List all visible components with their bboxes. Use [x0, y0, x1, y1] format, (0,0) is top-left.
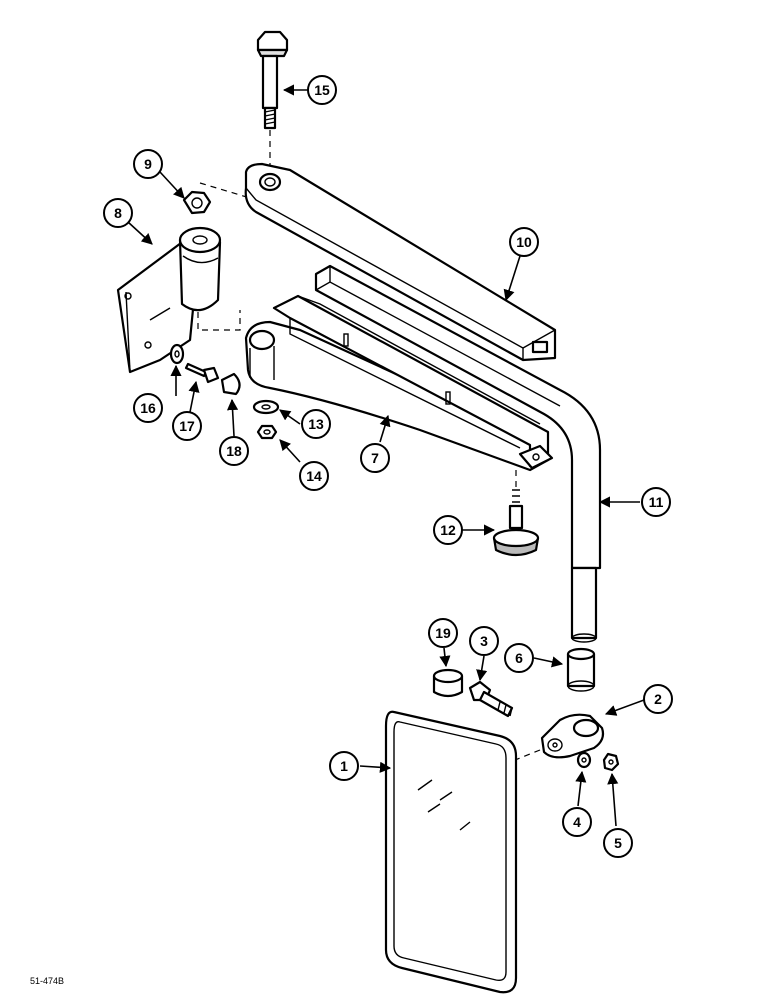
callout-6: 6	[504, 643, 534, 673]
callout-4: 4	[562, 807, 592, 837]
callout-13: 13	[301, 409, 331, 439]
callout-12: 12	[433, 515, 463, 545]
bolt-part-3	[468, 680, 514, 718]
svg-text:16: 16	[140, 400, 156, 416]
svg-text:9: 9	[144, 156, 152, 172]
leader-lines	[127, 84, 645, 827]
svg-text:7: 7	[371, 450, 379, 466]
screw-part-17	[184, 362, 220, 384]
washer-part-13	[252, 399, 280, 415]
svg-text:3: 3	[480, 633, 488, 649]
callout-3: 3	[469, 626, 499, 656]
upper-arm-part-10	[244, 162, 557, 362]
bolt-part-15	[256, 30, 289, 130]
callout-5: 5	[603, 828, 633, 858]
svg-text:19: 19	[435, 625, 451, 641]
nut-part-5	[602, 752, 620, 772]
cap-part-18	[220, 372, 241, 396]
sleeve-part-6	[566, 647, 596, 692]
svg-text:6: 6	[515, 650, 523, 666]
figure-reference: 51-474B	[30, 976, 65, 986]
bushing-part-19	[432, 668, 464, 698]
svg-text:13: 13	[308, 416, 324, 432]
svg-text:8: 8	[114, 205, 122, 221]
callout-8: 8	[103, 198, 133, 228]
knob-screw-part-12	[492, 489, 540, 557]
callout-9: 9	[133, 149, 163, 179]
svg-text:2: 2	[654, 691, 662, 707]
callout-10: 10	[509, 227, 539, 257]
svg-text:1: 1	[340, 758, 348, 774]
svg-text:4: 4	[573, 814, 581, 830]
hinge-bracket-part-8	[116, 226, 222, 374]
callout-16: 16	[133, 393, 163, 423]
svg-text:14: 14	[306, 468, 322, 484]
callout-15: 15	[307, 75, 337, 105]
svg-text:10: 10	[516, 234, 532, 250]
nut-part-9	[182, 190, 212, 215]
callout-19: 19	[428, 618, 458, 648]
bracket-part-7	[244, 294, 554, 472]
clamp-part-2	[540, 713, 605, 759]
svg-text:18: 18	[226, 443, 242, 459]
callout-2: 2	[643, 684, 673, 714]
svg-text:17: 17	[179, 418, 195, 434]
svg-text:12: 12	[440, 522, 456, 538]
nut-part-14	[256, 424, 278, 440]
svg-text:15: 15	[314, 82, 330, 98]
svg-text:11: 11	[649, 494, 664, 510]
callout-17: 17	[172, 411, 202, 441]
callout-14: 14	[299, 461, 329, 491]
washer-part-4	[576, 751, 592, 769]
callout-7: 7	[360, 443, 390, 473]
svg-text:5: 5	[614, 835, 622, 851]
callout-1: 1	[329, 751, 359, 781]
callout-18: 18	[219, 436, 249, 466]
callout-11: 11	[641, 487, 671, 517]
mirror-rod-part-11	[314, 264, 602, 643]
mirror-part-1	[384, 710, 518, 994]
washer-part-16	[169, 343, 185, 365]
